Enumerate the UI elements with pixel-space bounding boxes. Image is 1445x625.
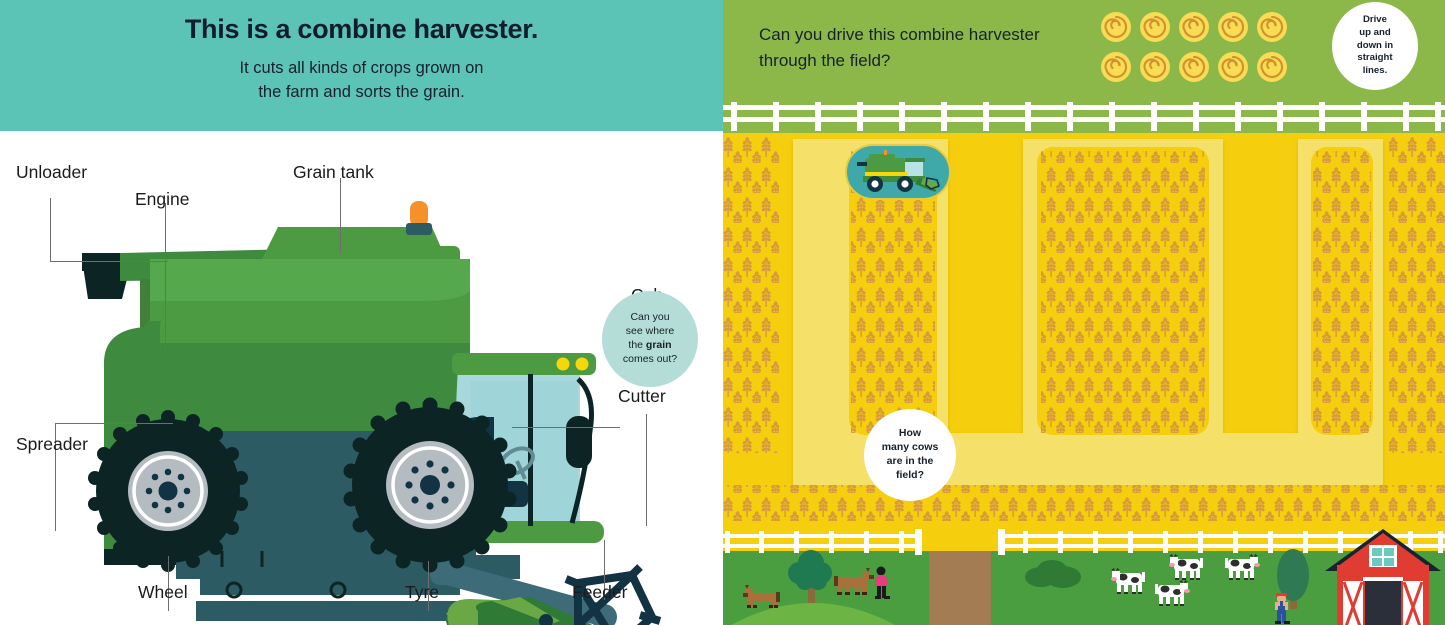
cow-icon [1169,554,1203,580]
hay-bale-group [1099,10,1301,84]
wheat-blocks [723,133,1445,521]
farmer-icon [1275,593,1290,624]
tyre-group [343,397,517,573]
maze-question-line-1: Can you drive this combine harvester [759,25,1040,44]
wheat-block [723,485,1445,521]
label-grain-tank: Grain tank [293,162,374,182]
page-subtitle: It cuts all kinds of crops grown on the … [240,57,484,105]
subtitle-line-2: the farm and sorts the grain. [258,82,465,101]
combine-harvester-illustration [82,201,662,625]
grain-bubble-bold-word: grain [645,339,672,351]
leader-unloader [50,261,168,263]
hay-bale-spiral-icon [1177,10,1211,44]
hay-bale-spiral-icon [1216,10,1250,44]
fence-top [723,100,1445,133]
drive-hint-line-2: up and [1359,26,1391,38]
farm-scene-svg [723,521,1445,625]
leader-graintank [340,178,342,253]
leader-cutter [646,414,648,526]
page-title: This is a combine harvester. [184,14,539,44]
grain-bubble-line-1: Can you [630,311,670,324]
maze-svg [723,133,1445,521]
grain-question-bubble: Can you see where the grain comes out? [602,291,698,387]
label-tyre: Tyre [405,582,440,602]
maze-field: How many cows are in the field? [723,133,1445,521]
cow-icon [1111,568,1145,594]
leader-unloader-v [50,198,52,262]
barn-icon [1325,529,1441,625]
grass-hill [731,603,895,625]
subtitle-line-1: It cuts all kinds of crops grown on [239,59,484,77]
leader-tyre [428,561,430,611]
label-engine: Engine [135,189,190,209]
maze-question: Can you drive this combine harvester thr… [759,22,1089,73]
bottom-farm-scene [723,521,1445,625]
harvester-diagram: Unloader Engine Grain tank Cab Cutter Sp… [0,131,723,625]
hay-bale-spiral-icon [1177,50,1211,84]
drive-hint-line-5: lines. [1362,65,1388,77]
cow-icon [1155,580,1190,606]
label-feeder: Feeder [572,582,628,602]
leader-spreader-v [55,423,57,531]
drive-hint-line-1: Drive [1362,14,1387,26]
label-unloader: Unloader [16,162,88,182]
grain-bubble-line-4: comes out? [622,352,678,365]
label-spreader: Spreader [16,434,88,454]
dirt-track [928,551,992,625]
leader-wheel [168,556,170,611]
cows-question-line-2: many cows [881,441,939,454]
cows-question-line-3: are in the [886,455,934,467]
grain-bubble-line-3-pre: the [628,339,646,351]
horse-icon [834,568,874,595]
label-wheel: Wheel [138,582,188,602]
cow-icon [1225,554,1260,580]
right-page: Can you drive this combine harvester thr… [723,0,1445,625]
cows-question-line-1: How [898,427,922,440]
grain-bubble-line-2: see where [625,325,675,338]
bush-icon [1025,560,1081,588]
leader-engine [165,203,167,353]
tree-icon [1277,549,1309,609]
wheat-block [1389,133,1445,453]
drive-hint-line-4: straight [1357,52,1393,64]
drive-hint-bubble: Drive up and down in straight lines. [1332,2,1418,90]
harvester-start-token[interactable] [845,144,951,200]
cutter-reel-icon [564,564,662,625]
cab-light-icon [575,357,589,371]
mini-combine-harvester-icon [857,150,941,192]
left-page: This is a combine harvester. It cuts all… [0,0,723,625]
label-cutter: Cutter [618,386,666,406]
cab-light-icon [556,357,570,371]
farmer-icon [875,566,890,599]
leader-spreader [55,423,173,425]
hay-bale-spiral-icon [1099,50,1133,84]
hay-bale-spiral-icon [1255,10,1289,44]
wheel-group [88,410,248,572]
hay-bale-spiral-icon [1216,50,1250,84]
hay-bale-spiral-icon [1099,10,1133,44]
wheat-block [723,133,779,453]
maze-question-line-2: through the field? [759,50,891,70]
tree-icon [788,550,832,603]
leader-feeder [604,540,606,600]
horse-icon [743,585,780,608]
hay-bale-spiral-icon [1255,50,1289,84]
hay-bale-spiral-icon [1138,50,1172,84]
grain-bubble-line-3: the grain [623,339,677,353]
drive-hint-line-3: down in [1356,39,1394,51]
left-header-band: This is a combine harvester. It cuts all… [0,0,723,131]
cows-question-bubble: How many cows are in the field? [864,409,956,501]
wheat-block [1313,151,1371,433]
hay-bale-spiral-icon [1138,10,1172,44]
right-header-band: Can you drive this combine harvester thr… [723,0,1445,100]
wheat-block [1041,151,1205,433]
cows-question-line-4: field? [895,468,924,481]
leader-cab [512,427,620,429]
cab-door-handle-icon [566,416,592,468]
